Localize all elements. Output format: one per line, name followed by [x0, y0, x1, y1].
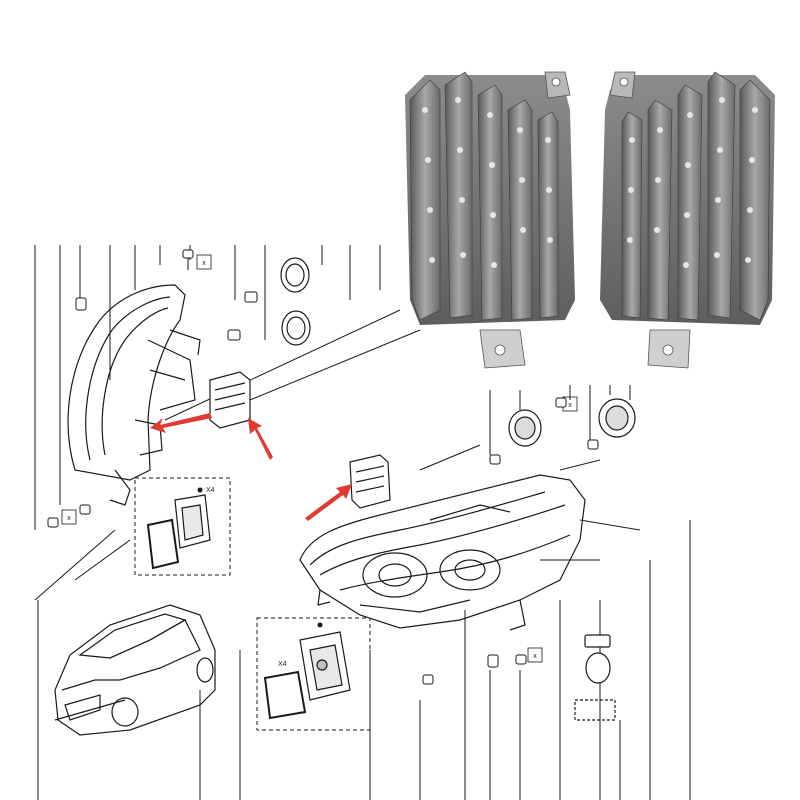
svg-text:x: x [67, 515, 71, 522]
dust-cap-right-1 [508, 409, 542, 447]
svg-text:x: x [533, 653, 537, 660]
multiplier-label-bottom: X4 [278, 661, 287, 668]
led-module-right [349, 454, 391, 509]
red-arrow-left-headlamp [150, 413, 212, 433]
car-illustration [54, 604, 216, 736]
bulb-assembly [574, 634, 616, 721]
red-arrow-left-module [248, 418, 273, 460]
headlamp-left-assembly [67, 284, 201, 506]
clip-left-upper [75, 297, 87, 311]
heatsink-photo-left [405, 71, 575, 369]
red-arrow-right-module [305, 484, 352, 521]
torque-marker-4: x [527, 647, 543, 663]
torque-marker-1: x [196, 254, 212, 270]
led-driver-module-left [174, 494, 211, 549]
screw-top-left [182, 249, 194, 270]
headlamp-right-assembly [299, 474, 586, 631]
torque-marker-2: x [61, 509, 77, 525]
detail-box-bottom: X4 [256, 617, 371, 731]
dust-cap-upper [280, 257, 310, 293]
callout-leader-lines [34, 245, 691, 800]
clip-mid-left [227, 291, 258, 341]
svg-text:x: x [568, 402, 572, 409]
dust-cap-lower [281, 310, 311, 346]
heatsink-photo-right [600, 71, 775, 369]
dust-cap-right-2 [598, 398, 636, 438]
svg-text:x: x [202, 260, 206, 267]
screw-bottom-center [422, 654, 527, 685]
gasket-left [146, 518, 180, 570]
led-driver-module-bottom [299, 631, 351, 701]
led-module-left [209, 371, 251, 429]
gasket-bottom [263, 670, 307, 720]
screw-bottom-left [47, 504, 91, 528]
detail-box-left: X4 [134, 477, 231, 576]
multiplier-label-left: X4 [206, 487, 215, 494]
screw-right-upper [489, 397, 599, 465]
